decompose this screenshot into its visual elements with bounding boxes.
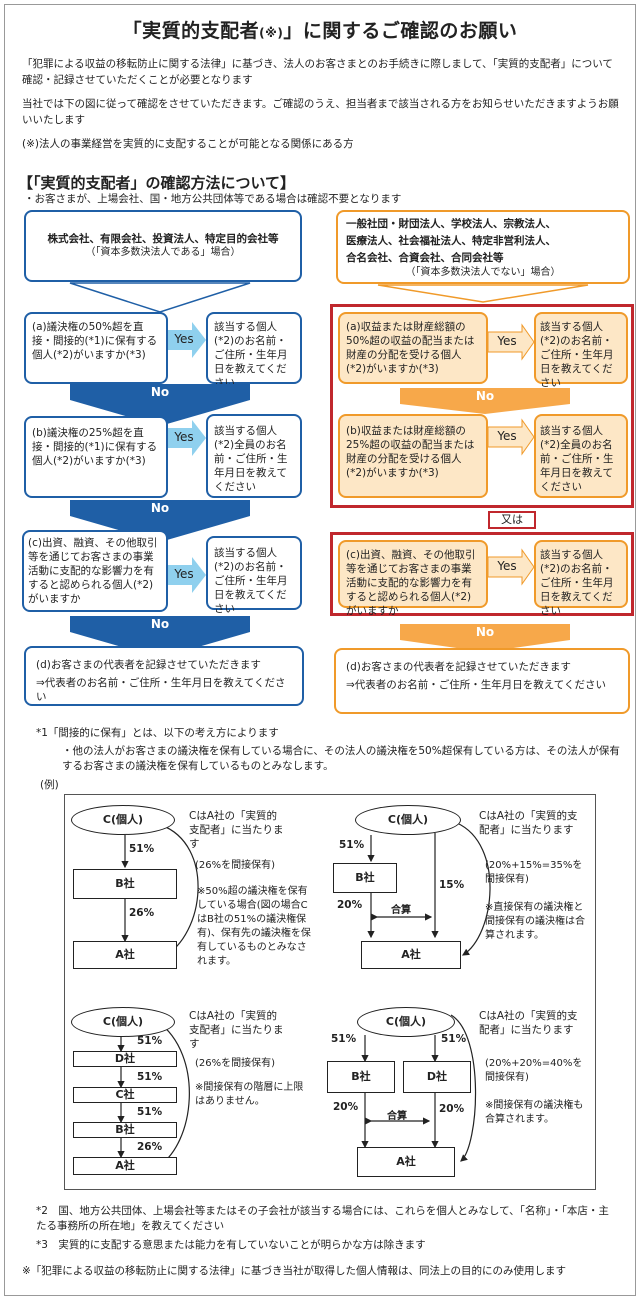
left-result-d: (d)お客さまの代表者を記録させていただきます ⇒代表者のお名前・ご住所・生年月…: [24, 646, 304, 706]
ex4-title: CはA社の「実質的支配者」に当たります: [479, 1010, 578, 1036]
ex1-company-a: A社: [73, 941, 177, 969]
right-header-box: 一般社団・財団法人、学校法人、宗教法人、 医療法人、社会福祉法人、特定非営利法人…: [336, 210, 630, 284]
ex4-pct-51-right: 51%: [441, 1033, 467, 1045]
left-yes-c: Yes: [174, 567, 194, 581]
ex4-gassan: 合算: [387, 1111, 407, 1122]
right-result-a: 該当する個人(*2)のお名前・ご住所・生年月日を教えてください: [534, 312, 628, 389]
left-no-a: No: [70, 384, 250, 400]
right-group-ab: [330, 304, 634, 508]
footnote-1-body: ・他の法人がお客さまの議決権を保有している場合に、その法人の議決権を50%超保有…: [62, 745, 620, 772]
ex1-company-b: B社: [73, 869, 177, 899]
intro-paragraph-2: 当社では下の図に従って確認をさせていただきます。ご確認のうえ、担当者まで該当され…: [22, 98, 619, 126]
ex2-pct-20: 20%: [337, 899, 363, 911]
ex3-note: ※間接保有の階層に上限はありません。: [195, 1082, 304, 1107]
right-question-b: (b)収益または財産総額の25%超の収益の配当または財産の分配を受ける個人(*2…: [338, 414, 488, 498]
intro-note: (※)法人の事業経営を実質的に支配することが可能となる関係にある方: [22, 138, 354, 150]
left-yes-b: Yes: [174, 430, 194, 444]
page-title: 「実質的支配者(※)」に関するご確認のお願い: [122, 20, 518, 42]
ex4-company-b: B社: [327, 1061, 395, 1093]
ex4-pct-20-right: 20%: [439, 1103, 465, 1115]
ex3-pct-26: 26%: [137, 1141, 163, 1153]
ex3-company-a: A社: [73, 1157, 177, 1175]
ex3-company-c: C社: [73, 1087, 177, 1103]
right-question-c: (c)出資、融資、その他取引等を通じてお客さまの事業活動に支配的な影響力を有する…: [338, 540, 488, 617]
ex4-pct-note: (20%+20%=40%を間接保有): [485, 1058, 583, 1083]
intro-paragraph-1: 「犯罪による収益の移転防止に関する法律」に基づき、法人のお客さまとのお手続きに際…: [22, 58, 613, 86]
left-question-c: (c)出資、融資、その他取引等を通じてお客さまの事業活動に支配的な影響力を有する…: [22, 530, 168, 612]
right-yes-c: Yes: [497, 559, 517, 573]
left-result-a: 該当する個人(*2)のお名前・ご住所・生年月日を教えてください: [206, 312, 302, 389]
left-question-b: (b)議決権の25%超を直接・間接的(*1)に保有する個人(*2)がいますか(*…: [24, 416, 168, 498]
ex2-company-b: B社: [333, 863, 397, 893]
left-yes-a: Yes: [174, 332, 194, 346]
right-no-a: No: [400, 388, 570, 404]
section-note: ・お客さまが、上場会社、国・地方公共団体等である場合は確認不要となります: [24, 193, 402, 205]
example-label: (例): [40, 779, 59, 791]
right-group-c: [330, 532, 634, 616]
ex1-note: ※50%超の議決権を保有している場合(図の場合CはB社の51%の議決権保有)、保…: [197, 886, 311, 967]
left-question-a: (a)議決権の50%超を直接・間接的(*1)に保有する個人(*2)がいますか(*…: [24, 312, 168, 384]
ex3-person: C(個人): [71, 1007, 175, 1037]
ex2-title: CはA社の「実質的支配者」に当たります: [479, 810, 578, 836]
example-arrows: [117, 822, 491, 1168]
ex4-person: C(個人): [357, 1007, 455, 1037]
ex2-pct-51: 51%: [339, 839, 365, 851]
left-no-b: No: [70, 500, 250, 516]
right-yes-a: Yes: [497, 334, 517, 348]
ex3-pct-51-c: 51%: [137, 1106, 163, 1118]
ex4-company-a: A社: [357, 1147, 455, 1177]
right-no-c: No: [400, 624, 570, 640]
right-result-c: 該当する個人(*2)のお名前・ご住所・生年月日を教えてください: [534, 540, 628, 617]
footnote-3: *3 実質的に支配する意思または能力を有していないことが明らかな方は除きます: [36, 1239, 426, 1251]
ex2-note: ※直接保有の議決権と間接保有の議決権は合算されます。: [485, 902, 585, 941]
ex2-person: C(個人): [355, 805, 461, 835]
ex1-title: CはA社の「実質的支配者」に当たります: [189, 810, 284, 850]
ex4-pct-20-left: 20%: [333, 1101, 359, 1113]
examples-panel: C(個人) 51% B社 26% A社 CはA社の「実質的支配者」に当たります …: [64, 794, 596, 1190]
left-result-c: 該当する個人(*2)のお名前・ご住所・生年月日を教えてください: [206, 536, 302, 615]
ex4-note: ※間接保有の議決権も合算されます。: [485, 1100, 584, 1125]
footnote-1-head: *1「間接的に保有」とは、以下の考え方によります: [36, 727, 279, 739]
right-result-b: 該当する個人(*2)全員のお名前・ご住所・生年月日を教えてください: [534, 414, 628, 498]
right-question-a: (a)収益または財産総額の50%超の収益の配当または財産の分配を受ける個人(*2…: [338, 312, 488, 384]
footer-note: ※「犯罪による収益の移転防止に関する法律」に基づき当社が取得した個人情報は、同法…: [22, 1265, 566, 1277]
ex1-pct-note: (26%を間接保有): [195, 860, 276, 871]
page-frame: [4, 4, 636, 1296]
ex3-pct-51-a: 51%: [137, 1035, 163, 1047]
ex3-company-b: B社: [73, 1122, 177, 1138]
ex2-gassan: 合算: [391, 905, 411, 916]
left-header-box: 株式会社、有限会社、投資法人、特定目的会社等 （「資本多数決法人である」場合）: [24, 210, 302, 282]
or-label: 又は: [488, 511, 536, 529]
right-result-d: (d)お客さまの代表者を記録させていただきます ⇒代表者のお名前・ご住所・生年月…: [334, 648, 630, 714]
ex3-pct-note: (26%を間接保有): [195, 1058, 276, 1069]
left-result-b: 該当する個人(*2)全員のお名前・ご住所・生年月日を教えてください: [206, 414, 302, 498]
ex4-company-d: D社: [403, 1061, 471, 1093]
ex2-pct-note: (20%+15%=35%を間接保有): [485, 860, 583, 885]
right-yes-b: Yes: [497, 429, 517, 443]
section-title: 【「実質的支配者」の確認方法について】: [18, 174, 296, 192]
ex2-pct-15: 15%: [439, 879, 465, 891]
left-no-c: No: [70, 616, 250, 632]
ex4-pct-51-left: 51%: [331, 1033, 357, 1045]
ex3-title: CはA社の「実質的支配者」に当たります: [189, 1010, 284, 1050]
ex3-pct-51-b: 51%: [137, 1071, 163, 1083]
ex1-person: C(個人): [71, 805, 175, 835]
ex1-pct-51: 51%: [129, 843, 155, 855]
footnote-2: *2 国、地方公共団体、上場会社等またはその子会社が該当する場合には、これらを個…: [36, 1205, 609, 1232]
ex3-company-d: D社: [73, 1051, 177, 1067]
ex1-pct-26: 26%: [129, 907, 155, 919]
ex2-company-a: A社: [361, 941, 461, 969]
